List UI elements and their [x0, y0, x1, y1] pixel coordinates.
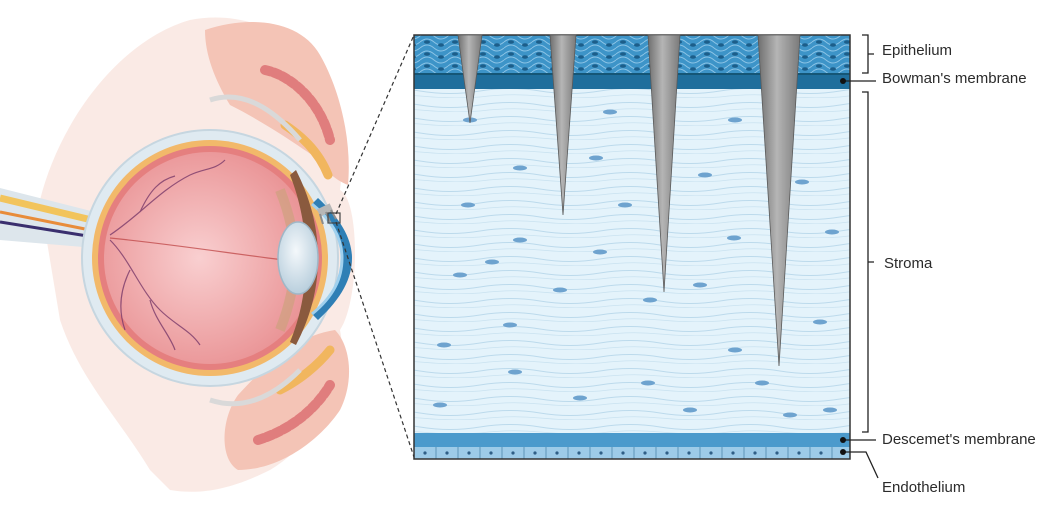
- zoom-line-bottom: [336, 222, 414, 457]
- zoom-line-top: [336, 35, 414, 214]
- descemet-membrane-label: Descemet's membrane: [882, 431, 1036, 449]
- bowman-membrane-label: Bowman's membrane: [882, 70, 1027, 88]
- endothelium-label: Endothelium: [882, 479, 965, 497]
- endothelium-layer: [414, 447, 850, 459]
- lens: [278, 222, 318, 294]
- epithelium-label: Epithelium: [882, 42, 952, 60]
- eye-illustration: [0, 17, 355, 491]
- cornea-cross-section: [414, 35, 850, 459]
- stroma-bracket: [862, 92, 874, 432]
- epithelium-bracket: [862, 35, 874, 73]
- descemet-membrane-layer: [414, 433, 850, 447]
- stroma-label: Stroma: [884, 255, 932, 273]
